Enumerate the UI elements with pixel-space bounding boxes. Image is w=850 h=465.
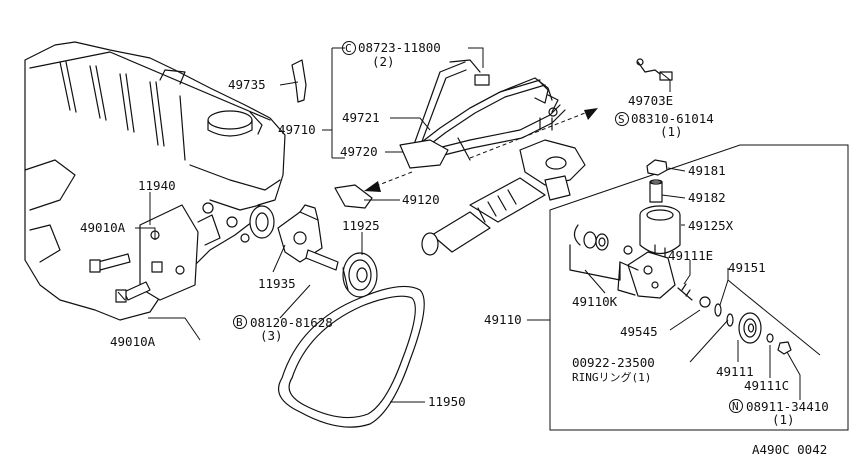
label-49120: 49120 — [402, 192, 440, 207]
label-49010a-lower: 49010A — [110, 334, 156, 349]
label-08723-11800: 08723-11800 — [358, 40, 441, 55]
arrow-right — [469, 108, 598, 159]
engine-block — [24, 41, 286, 321]
belt-11950 — [278, 285, 425, 428]
label-49720: 49720 — [340, 144, 378, 159]
label-49010a-upper: 49010A — [80, 220, 126, 235]
bracket-11940 — [139, 202, 250, 301]
label-11935: 11935 — [258, 276, 296, 291]
label-08310-61014: 08310-61014 — [631, 111, 714, 126]
washer-49111c — [766, 333, 774, 343]
label-08723-qty: (2) — [372, 54, 395, 69]
label-49721: 49721 — [342, 110, 380, 125]
symbol-s: S — [618, 113, 625, 126]
label-49111c: 49111C — [744, 378, 789, 393]
filter-49182 — [649, 179, 663, 203]
part-labels: 49735 49710 49721 49720 C 08723-11800 (2… — [80, 40, 829, 457]
label-08911-34410: 08911-34410 — [746, 399, 829, 414]
symbol-c-circle — [342, 41, 356, 55]
label-49125x: 49125X — [688, 218, 734, 233]
bolt-49010a-lower — [115, 281, 151, 303]
label-49181: 49181 — [688, 163, 726, 178]
shaft-parts — [677, 283, 734, 327]
reservoir-cap-49181 — [646, 159, 668, 176]
pump-mount-11935 — [249, 204, 339, 271]
label-00922-23500: 00922-23500 — [572, 355, 655, 370]
leader-lines — [117, 47, 821, 403]
seal-kit-49110k — [569, 224, 633, 281]
clamp-49703e — [636, 58, 673, 81]
bracket-49120 — [334, 184, 373, 209]
label-11940: 11940 — [138, 178, 176, 193]
label-08120-81628: 08120-81628 — [250, 315, 333, 330]
label-08911-qty: (1) — [772, 412, 795, 427]
label-11925: 11925 — [342, 218, 380, 233]
reservoir-49125x — [639, 205, 681, 263]
diagram-code: A490C 0042 — [752, 442, 827, 457]
pipe-assembly — [399, 59, 566, 169]
symbol-n: N — [732, 400, 739, 413]
label-49110k: 49110K — [572, 294, 618, 309]
steering-gear — [421, 139, 586, 256]
pulley-49111 — [738, 312, 762, 344]
inset-frame — [549, 144, 849, 431]
label-49111e: 49111E — [668, 248, 713, 263]
symbol-c: C — [345, 42, 352, 55]
label-08120-qty: (3) — [260, 328, 283, 343]
symbol-b: B — [236, 316, 243, 329]
nut-08911 — [777, 341, 792, 355]
symbol-b-circle — [233, 315, 247, 329]
label-49110: 49110 — [484, 312, 522, 327]
label-00922-desc: RINGリング(1) — [572, 370, 651, 384]
label-49735: 49735 — [228, 77, 266, 92]
label-49545: 49545 — [620, 324, 658, 339]
label-49710: 49710 — [278, 122, 316, 137]
bolt-49010a-upper — [89, 253, 131, 273]
label-49151: 49151 — [728, 260, 766, 275]
pulley-11925 — [342, 252, 378, 298]
label-08310-qty: (1) — [660, 124, 683, 139]
label-49182: 49182 — [688, 190, 726, 205]
label-49703e: 49703E — [628, 93, 673, 108]
pump-body — [617, 251, 676, 299]
symbol-s-circle — [615, 112, 629, 126]
clip-49735 — [291, 59, 307, 103]
label-49111: 49111 — [716, 364, 754, 379]
label-11950: 11950 — [428, 394, 466, 409]
symbol-n-circle — [729, 399, 743, 413]
arrow-left — [364, 171, 413, 192]
